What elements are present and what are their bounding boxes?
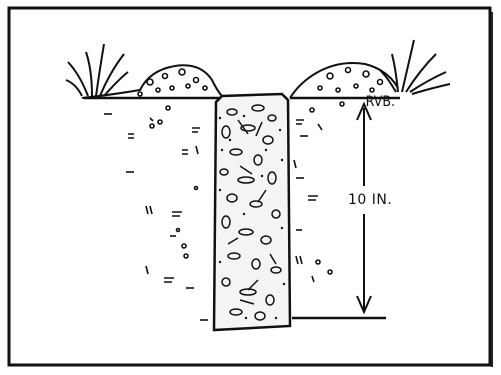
artist-initials: RVB. [366,94,395,110]
post-hole [214,94,290,330]
depth-label: 10 IN. [348,192,392,208]
